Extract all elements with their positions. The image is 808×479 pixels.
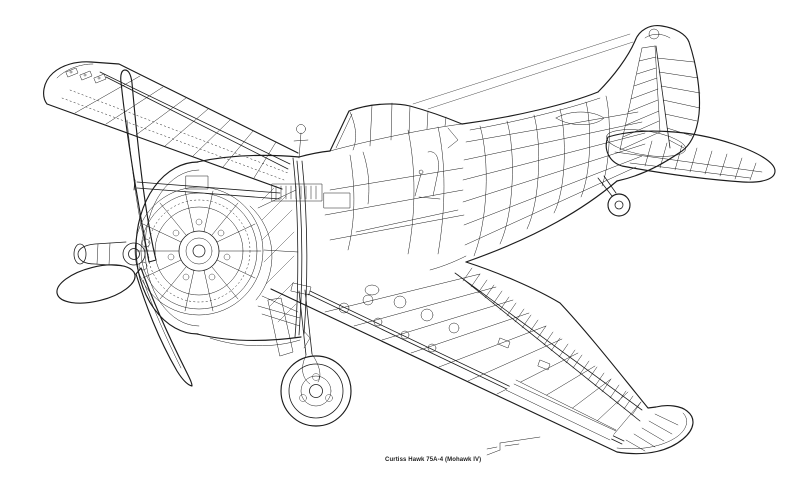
- port-wing: [43, 61, 299, 190]
- fuselage-spine: [461, 91, 599, 125]
- wingtip-ribs: [616, 412, 687, 452]
- belly-line: [465, 180, 618, 263]
- tailplane-ribs: [644, 140, 757, 181]
- cockpit-frames: [347, 126, 445, 255]
- tail-wheel: [607, 193, 631, 217]
- port-tailplane: [555, 111, 605, 125]
- machine-guns: [133, 179, 351, 209]
- propeller: [56, 69, 193, 387]
- control-stick: [414, 173, 422, 197]
- pitot-tube: [486, 436, 541, 456]
- trailing-edge-ribs: [462, 267, 642, 416]
- fuselage-stringers: [462, 111, 646, 246]
- engine-cylinders: [136, 190, 262, 312]
- propeller-blade-upper: [120, 69, 157, 263]
- propeller-hub-dome: [77, 241, 127, 267]
- instrument-panel: [362, 151, 370, 205]
- gun-jacket-vents: [275, 185, 317, 200]
- accessory-bay-hatching: [261, 187, 297, 323]
- antenna-wires: [412, 33, 634, 110]
- aileron-skin: [505, 379, 617, 441]
- canopy-frames: [329, 102, 463, 152]
- landing-gear: [267, 282, 352, 427]
- main-wheel: [280, 355, 352, 427]
- gear-door: [267, 297, 294, 357]
- radial-engine: [134, 175, 301, 327]
- tail-unit: [555, 25, 776, 217]
- gunsight: [293, 132, 309, 159]
- fin-outline: [597, 25, 701, 182]
- fuselage-frames: [473, 95, 610, 257]
- canopy: [329, 103, 463, 152]
- fin-structure: [619, 45, 661, 151]
- figure-caption: Curtiss Hawk 75A-4 (Mohawk IV): [385, 457, 482, 463]
- rudder-ribs: [656, 57, 701, 149]
- fuselage: [293, 33, 646, 336]
- pilot-seat: [418, 127, 459, 200]
- tailplane-outline: [605, 130, 776, 183]
- wing-outline: [270, 261, 694, 455]
- propeller-blade-lower: [135, 267, 193, 387]
- tail-wheel-strut: [597, 175, 617, 197]
- starboard-wing: [270, 261, 694, 455]
- wing-ribs: [324, 273, 642, 447]
- propeller-blade-front: [56, 264, 136, 304]
